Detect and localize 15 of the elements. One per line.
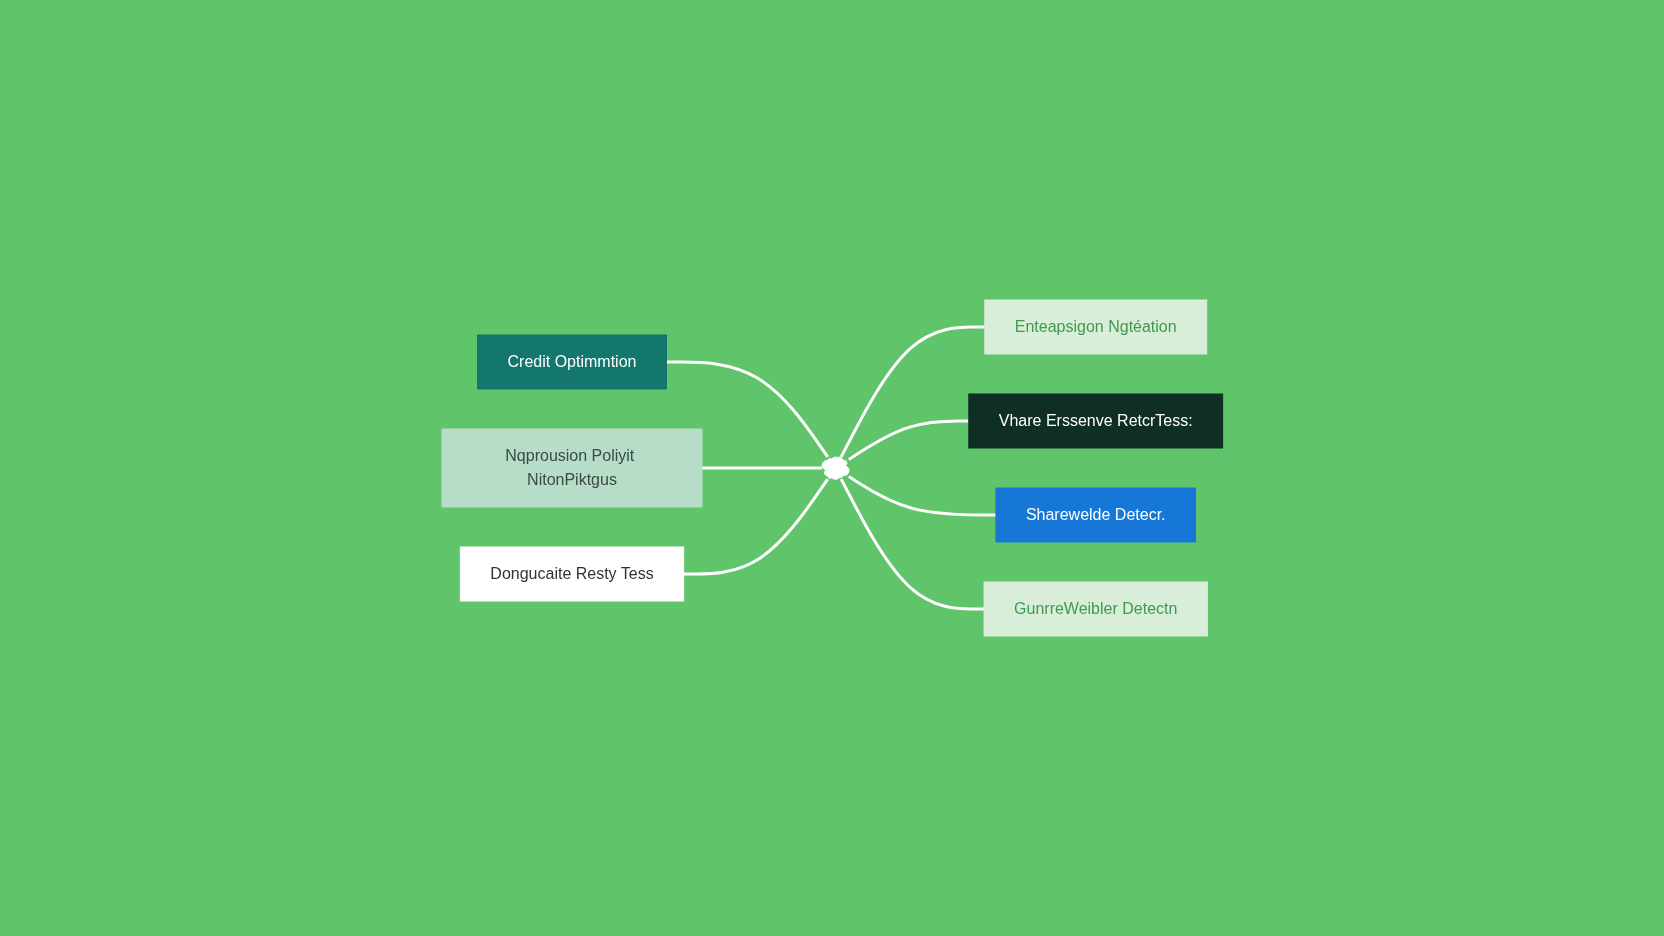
node-box: Dongucaite Resty Tess (459, 546, 684, 602)
node-box: Nqprousion Poliyit NitonPiktgus (441, 428, 703, 508)
connector (839, 325, 985, 458)
node-box: GunrreWeibler Detectn (983, 581, 1208, 637)
connector (839, 478, 984, 611)
node-box: Enteapsigon Ngtéation (983, 299, 1207, 355)
node-box: Credit Optimmtion (476, 334, 667, 390)
node-box: Sharewelde Detecr. (995, 487, 1196, 543)
connector (847, 475, 996, 517)
connector (847, 419, 969, 461)
connector (701, 466, 822, 470)
node-cloud (821, 456, 850, 480)
connector (683, 478, 829, 576)
connector (666, 360, 829, 458)
node-box: Vhare Erssenve RetcrTess: (967, 393, 1223, 449)
